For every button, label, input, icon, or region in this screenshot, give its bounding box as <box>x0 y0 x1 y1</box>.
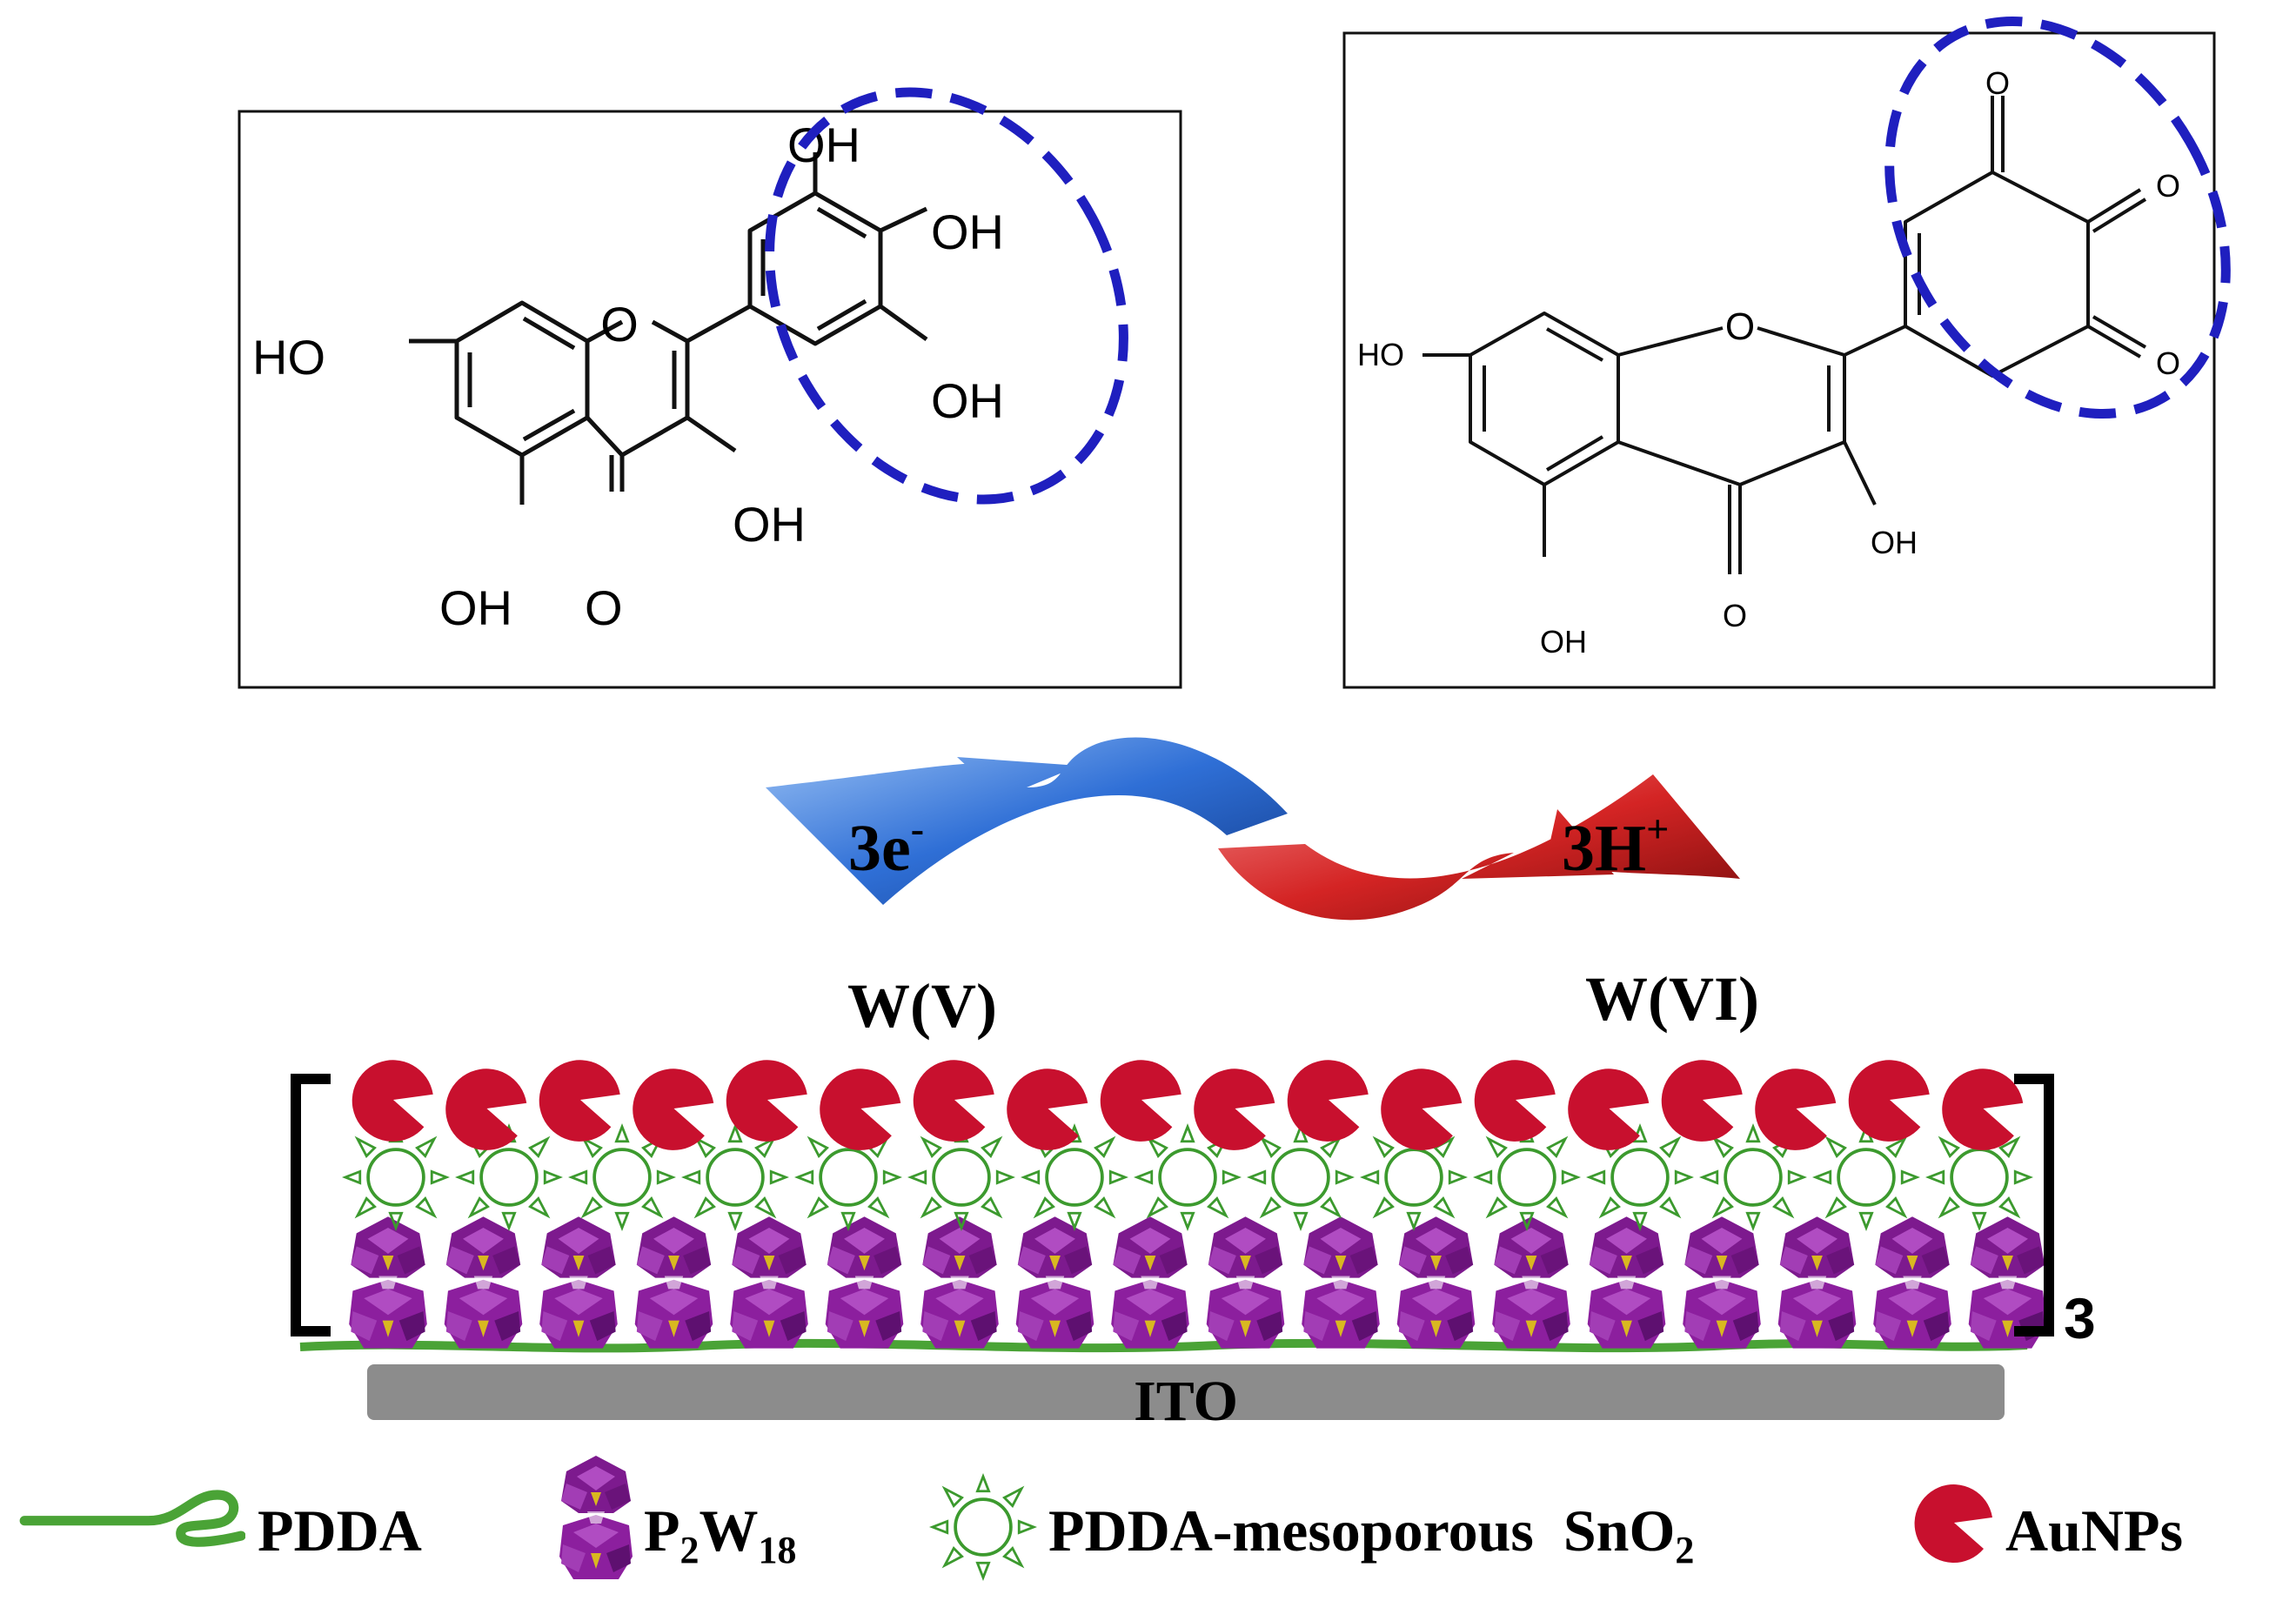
legend: PDDA P2W18 PDDA-mesoporous SnO2 AuNPs <box>24 1456 2183 1579</box>
au-nanoparticle <box>1474 1060 1556 1142</box>
proton-label: 3H+ <box>1562 807 1669 885</box>
pom-cluster <box>1683 1216 1761 1349</box>
electron-label: 3e- <box>848 807 924 885</box>
molecule-left: HO O OH OH OH OH OH O <box>238 87 1182 689</box>
red-arrow <box>1218 774 1740 921</box>
mol-right-o-keto: O <box>1723 598 1747 633</box>
pom-cluster <box>1302 1216 1380 1349</box>
mol-right-o-q1: O <box>1985 65 2010 101</box>
mol-left-ho: HO <box>252 330 325 385</box>
highlight-ellipse-left <box>765 87 1128 505</box>
ito-label: ITO <box>1134 1370 1238 1433</box>
mol-left-o-ring: O <box>600 297 639 352</box>
mol-left-oh-5: OH <box>439 580 512 635</box>
pom-cluster <box>1111 1216 1189 1349</box>
blue-arrow <box>766 737 1288 905</box>
pom-cluster <box>1777 1216 1857 1349</box>
film-assembly: ITO 3 <box>291 1060 2096 1433</box>
pom-cluster <box>634 1216 713 1349</box>
pom-cluster <box>444 1216 523 1349</box>
au-nanoparticle <box>1287 1060 1369 1142</box>
au-nanoparticle <box>1381 1068 1463 1150</box>
au-nanoparticle <box>633 1068 714 1150</box>
sno2-particle <box>1475 1125 1579 1229</box>
au-nanoparticle <box>1194 1068 1275 1150</box>
au-nanoparticle <box>726 1060 807 1142</box>
molecule-right-frame <box>1342 31 2216 689</box>
pom-cluster <box>1396 1216 1476 1349</box>
mol-left-oh-3: OH <box>733 497 806 552</box>
au-nanoparticle <box>1568 1068 1650 1150</box>
au-nanoparticle <box>913 1060 994 1142</box>
bracket-left <box>291 1074 331 1336</box>
bracket-right <box>2014 1074 2054 1336</box>
au-nanoparticle <box>1007 1068 1088 1150</box>
pom-cluster <box>1492 1216 1570 1349</box>
pom-layer <box>349 1216 2047 1349</box>
legend-au-label: AuNPs <box>2005 1497 2183 1564</box>
sno2-particle <box>1814 1125 1918 1229</box>
molecule-left-bonds <box>409 152 928 505</box>
mol-right-ho: HO <box>1357 337 1404 372</box>
au-nanoparticle <box>820 1068 901 1150</box>
pom-cluster <box>1206 1216 1285 1349</box>
state-w-v: W(V) <box>847 971 997 1041</box>
au-nanoparticle <box>445 1068 527 1150</box>
pom-cluster <box>920 1216 999 1349</box>
au-nanoparticle <box>1661 1060 1743 1142</box>
pom-cluster <box>825 1216 904 1349</box>
mol-right-oh-3: OH <box>1871 525 1918 560</box>
mol-right-o-q3: O <box>2156 345 2180 381</box>
ito-substrate <box>367 1364 2005 1420</box>
pom-cluster <box>1015 1216 1094 1349</box>
au-nanoparticle <box>1848 1060 1930 1142</box>
legend-sno2-label: PDDA-mesoporous SnO2 <box>1048 1497 1694 1571</box>
mol-left-o-keto: O <box>585 580 623 635</box>
sno2-particle <box>909 1125 1014 1229</box>
repeat-count: 3 <box>2064 1286 2096 1350</box>
molecule-right: HO O O O O OH OH O <box>1342 16 2231 689</box>
state-w-vi: W(VI) <box>1585 964 1759 1034</box>
legend-pdda-label: PDDA <box>258 1497 422 1564</box>
mol-left-oh-mid: OH <box>931 204 1004 259</box>
legend-sno2-icon <box>931 1475 1035 1579</box>
pom-cluster <box>730 1216 808 1349</box>
legend-pdda-icon <box>24 1495 241 1542</box>
au-nanoparticle <box>1100 1060 1181 1142</box>
pom-cluster <box>539 1216 618 1349</box>
pom-cluster <box>1873 1216 1951 1349</box>
mol-right-o-ring: O <box>1725 305 1755 348</box>
legend-p2w18-label: P2W18 <box>644 1497 797 1571</box>
mol-left-oh-low: OH <box>931 373 1004 428</box>
sno2-particle <box>1248 1125 1353 1229</box>
au-nanoparticle <box>1755 1068 1837 1150</box>
au-nanoparticle <box>539 1060 620 1142</box>
mol-right-o-q2: O <box>2156 168 2180 204</box>
pom-cluster <box>1587 1216 1666 1349</box>
pom-cluster <box>349 1216 427 1349</box>
molecule-left-frame <box>238 110 1182 689</box>
au-nanoparticle <box>1942 1068 2024 1150</box>
legend-p2w18-icon <box>559 1456 633 1579</box>
au-nanoparticle <box>351 1060 433 1142</box>
legend-au-icon <box>1914 1484 1992 1564</box>
sno2-particle <box>683 1125 787 1229</box>
au-layer <box>351 1060 2024 1150</box>
highlight-ellipse-right <box>1884 16 2231 419</box>
redox-arrows: 3e- 3H+ <box>766 737 1740 921</box>
sno2-particle <box>344 1125 448 1229</box>
mol-right-oh-5: OH <box>1540 624 1587 660</box>
